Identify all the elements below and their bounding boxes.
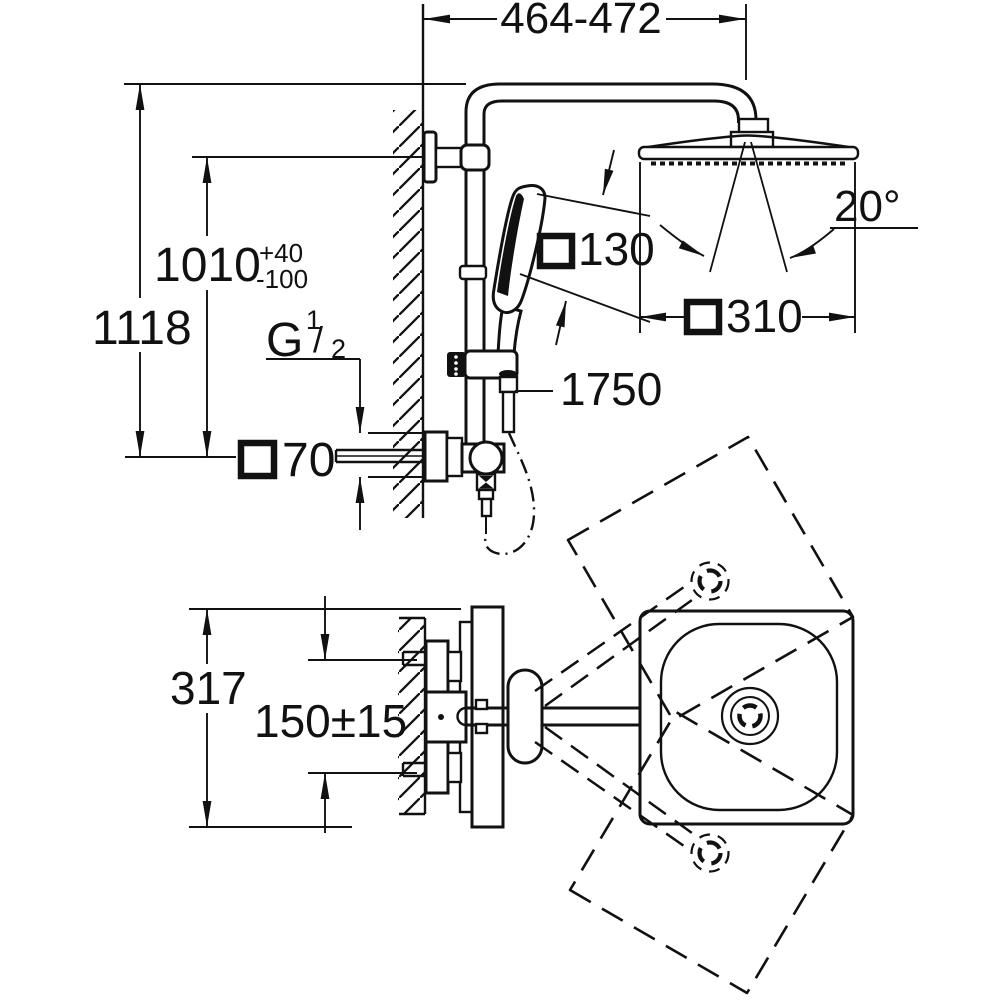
head-top-profile (641, 134, 856, 150)
arm-union-nub (474, 698, 489, 711)
label-thread-numerator: 1 (306, 305, 321, 335)
hose-curve (484, 432, 536, 556)
wall-section-plan (398, 616, 427, 816)
center-ring-outer (720, 686, 780, 746)
label-escutcheon-size: 70 (282, 434, 335, 487)
leader-left (659, 224, 705, 257)
head-square-outline (638, 609, 855, 826)
escutcheon-plate (470, 605, 505, 829)
dim-arm-projection: 464-472 (424, 0, 747, 80)
diverter-symbol-bottom (478, 482, 494, 489)
label-thread-denominator: 2 (331, 334, 346, 364)
supply-block-lower (424, 740, 450, 795)
rail-sleeve (459, 143, 491, 172)
supply-block-upper-step (446, 650, 463, 683)
spray-angle-line-left (709, 141, 746, 273)
shower-rail-and-arm (422, 82, 758, 443)
arm-union-nub (474, 722, 489, 735)
label-plan-height: 317 (170, 662, 247, 714)
swivel-square-upper (566, 435, 855, 722)
label-connection-distance: 150±15 (254, 695, 407, 747)
swivel-range-dashed (534, 435, 855, 995)
thermostat-valve-side (334, 430, 506, 534)
wall-section (393, 4, 425, 518)
label-tolerance-plus: +40 (259, 238, 303, 268)
center-ring-mid (730, 696, 770, 736)
label-total-height: 1118 (92, 302, 192, 355)
valve-knob (468, 440, 504, 476)
label-thread-slash: / (313, 319, 323, 360)
knob-dot (454, 367, 458, 371)
wall-bracket-plate (422, 130, 438, 184)
thermostat-valve-plan (401, 605, 505, 829)
square-symbol (237, 439, 278, 480)
dim-thread-and-escutcheon: G 1 / 2 70 (237, 305, 426, 530)
pipe-inner-line (482, 99, 740, 443)
head-shower-plan (638, 609, 855, 826)
swivel-joint-upper-inner (697, 568, 723, 594)
hose-connector (501, 390, 516, 434)
cartridge-center-dot (438, 714, 444, 720)
union-inner (445, 436, 464, 478)
extension-line-top (536, 193, 651, 217)
cartridge-block (424, 690, 468, 744)
wall-hatching (398, 618, 425, 814)
label-headshower-height: 1010 (154, 239, 261, 292)
hose-nut (498, 375, 519, 394)
swivel-joint-lower (690, 833, 730, 873)
label-arm-projection: 464-472 (500, 0, 661, 43)
outlet-stub (480, 497, 493, 518)
dim-arrow-top (602, 149, 615, 196)
label-handshower-size: 130 (578, 223, 655, 275)
supply-block-lower-step (446, 751, 463, 784)
knob-dot (454, 355, 458, 359)
label-swivel-angle: 20° (834, 182, 901, 231)
head-rim (637, 145, 860, 161)
square-symbol (683, 298, 723, 336)
dim-headshower-size: 310 (639, 162, 856, 342)
union-block (423, 430, 449, 483)
dim-total-height: 1118 (92, 83, 466, 458)
dim-headshower-height: 1010 +40 -100 (154, 156, 424, 457)
rail-joint (458, 264, 488, 281)
dim-plan-height: 317 (170, 608, 461, 828)
center-ball-joint (737, 703, 763, 729)
spray-face (659, 622, 839, 812)
leader-right (789, 228, 835, 259)
head-shower-side (637, 117, 860, 273)
swivel-square-lower (568, 710, 855, 995)
shower-hose: 1750 (484, 363, 662, 556)
swivel-joint-upper (690, 561, 730, 601)
label-tolerance-minus: -100 (256, 264, 308, 294)
hand-shower (447, 184, 547, 434)
dim-head-angle: 20° (659, 182, 918, 259)
swivel-joint-lower-inner (697, 840, 723, 866)
arm-flange (506, 668, 544, 765)
dim-connection-distance: 150±15 (254, 596, 417, 833)
extension-line-bottom (519, 273, 651, 323)
label-hose-length: 1750 (560, 363, 662, 415)
plan-view: 317 150±15 (170, 435, 855, 995)
supply-block-upper (424, 639, 450, 694)
knob-dot (454, 361, 458, 365)
dim-arrow-bottom (555, 300, 567, 346)
arm-pipe-cap (456, 706, 467, 727)
knob-dot (454, 372, 458, 376)
spray-angle-line-right (750, 141, 788, 273)
label-headshower-size: 310 (726, 290, 803, 342)
side-view: 464-472 1118 1010 +40 -100 (92, 0, 918, 556)
hand-shower-face-edge (497, 193, 524, 296)
dim-handshower-size: 130 (519, 149, 655, 346)
outlet-nut (477, 488, 495, 501)
square-symbol (536, 232, 576, 270)
diverter-symbol-top (478, 475, 494, 482)
